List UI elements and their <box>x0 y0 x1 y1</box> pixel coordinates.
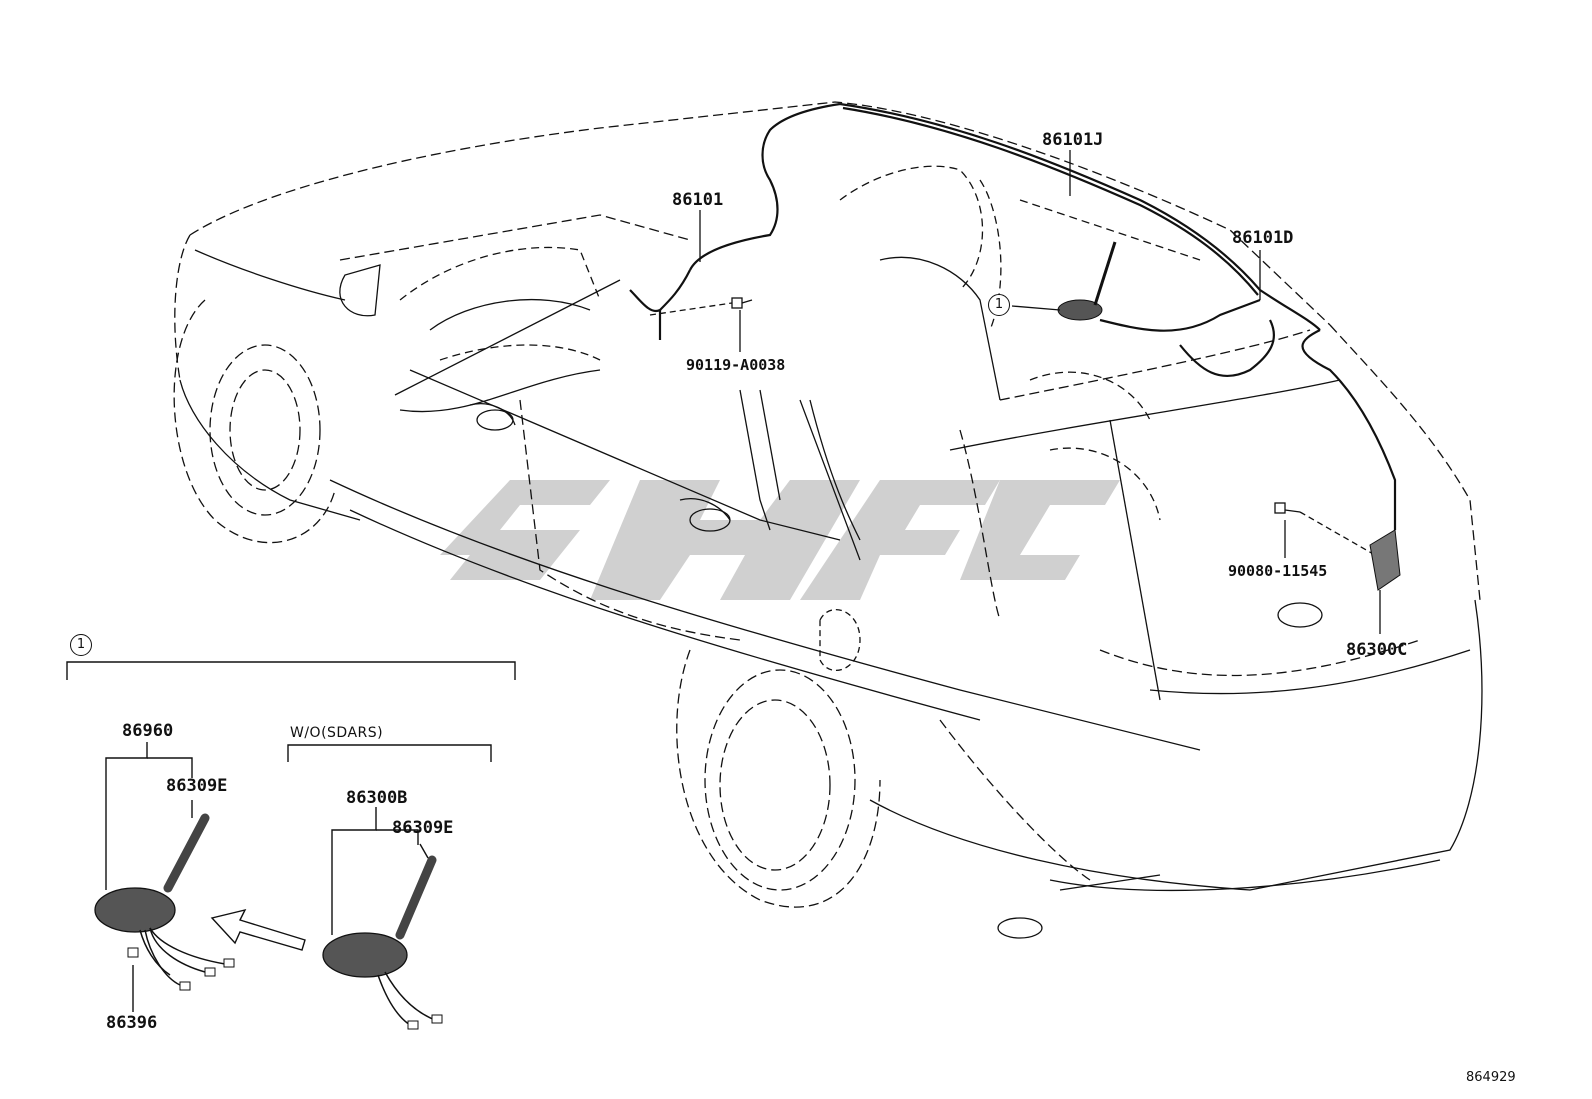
part-label-86960[interactable]: 86960 <box>122 721 174 741</box>
amplifier-86300C <box>1369 529 1401 634</box>
watermark-logo <box>440 480 1120 600</box>
callout-1-inset: 1 <box>70 634 92 656</box>
inset-bracket <box>66 661 516 1012</box>
part-label-86396[interactable]: 86396 <box>106 1013 158 1033</box>
swap-arrow-icon <box>210 908 306 951</box>
car-body-outline <box>173 101 1483 939</box>
bolt-90080 <box>1274 502 1376 558</box>
antenna-assembly-86300B <box>322 855 443 1030</box>
part-label-86101J[interactable]: 86101J <box>1042 130 1104 150</box>
part-label-86309E-b[interactable]: 86309E <box>392 818 454 838</box>
leader-lines <box>699 150 1261 311</box>
variant-label: W/O(SDARS) <box>290 725 384 741</box>
antenna-assembly-86960 <box>94 813 235 991</box>
part-label-90080-11545[interactable]: 90080-11545 <box>1228 562 1328 580</box>
part-label-86101[interactable]: 86101 <box>672 190 724 210</box>
callout-1-car: 1 <box>988 294 1010 316</box>
antenna-cable <box>629 102 1397 530</box>
part-label-86300B[interactable]: 86300B <box>346 788 408 808</box>
part-label-86300C[interactable]: 86300C <box>1346 640 1408 660</box>
part-label-86309E-a[interactable]: 86309E <box>166 776 228 796</box>
figure-number: 864929 <box>1466 1070 1516 1085</box>
roof-antenna <box>1057 241 1117 321</box>
part-label-86101D[interactable]: 86101D <box>1232 228 1294 248</box>
part-label-90119-A0038[interactable]: 90119-A0038 <box>686 356 786 374</box>
bolt-90119 <box>649 297 753 352</box>
